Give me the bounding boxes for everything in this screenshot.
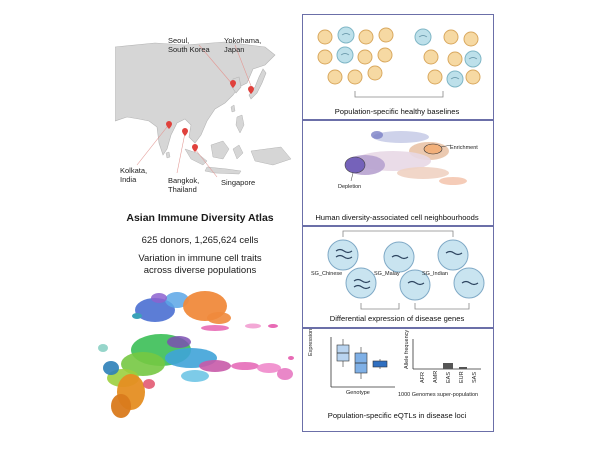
panel-eqtl [302,328,494,432]
city-label-bangkok: Bangkok, Thailand [168,176,200,194]
enrichment-label: Enrichment [450,145,478,151]
eqtl-xlabel: Genotype [346,390,370,396]
panel-caption-baselines: Population-specific healthy baselines [334,107,460,116]
depletion-label: Depletion [338,184,362,190]
pop-label-eur: EUR [459,371,465,383]
group-label-chinese: SG_Chinese [311,271,343,277]
panel-caption-eqtl: Population-specific eQTLs in disease loc… [327,411,467,420]
city-label-seoul: Seoul, South Korea [168,36,210,54]
city-label-yokohama: Yokohama, Japan [224,36,262,54]
allele-frequency-label: Allele frequency [404,329,410,369]
city-label-kolkata: Kolkata, India [120,166,148,184]
left-column: Seoul, South Korea Yokohama, Japan Kolka… [95,25,300,438]
atlas-tagline: Variation in immune cell traits across d… [138,253,262,276]
pop-label-eas: EAS [446,371,452,383]
panel-caption-expression: Differential expression of disease genes [329,314,465,323]
asia-map [115,25,295,195]
pop-label-sas: SAS [472,371,478,383]
panels-column: Population-specific healthy baselines En… [302,14,494,432]
pop-label-afr: AFR [420,372,426,383]
atlas-counts: 625 donors, 1,265,624 cells [141,235,259,246]
panel-cell-neighbourhoods [302,120,494,226]
eqtl-ylabel: Expression [308,328,314,356]
city-label-singapore: Singapore [221,178,256,187]
panel-differential-expression [302,226,494,328]
panel-healthy-baselines [302,14,494,120]
panel-caption-neighbourhoods: Human diversity-associated cell neighbou… [315,213,479,222]
group-label-malay: SG_Malay [374,271,400,277]
pop-axis-label: 1000 Genomes super-population [398,392,479,398]
group-label-indian: SG_Indian [422,271,448,277]
location-marker-icon [166,80,254,152]
atlas-title: Asian Immune Diversity Atlas [126,212,274,224]
pop-label-amr: AMR [433,370,439,383]
umap-plot [95,288,300,438]
